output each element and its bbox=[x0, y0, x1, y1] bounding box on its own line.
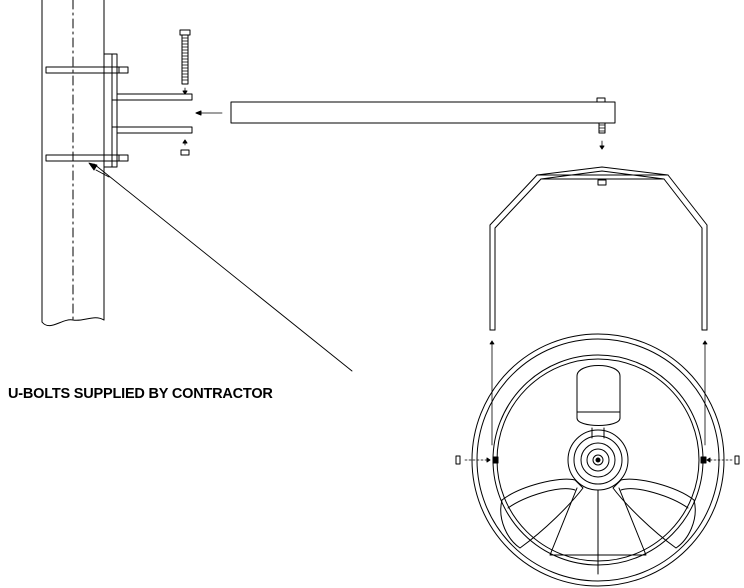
arm-insertion-arrow bbox=[195, 110, 223, 116]
side-pin-right bbox=[700, 455, 740, 465]
callout-leader bbox=[88, 162, 353, 372]
wall-bracket bbox=[103, 53, 193, 168]
long-bolt bbox=[179, 29, 191, 95]
fan-blades bbox=[500, 365, 696, 575]
fan-hub bbox=[567, 429, 629, 491]
fan-hanger bbox=[489, 166, 708, 331]
mounting-pole bbox=[41, 0, 105, 327]
callout-label: U-BOLTS SUPPLIED BY CONTRACTOR bbox=[8, 386, 273, 402]
u-bolt-upper bbox=[45, 66, 129, 74]
u-bolt-lower bbox=[45, 154, 129, 162]
bracket-nut bbox=[180, 139, 190, 156]
horizontal-arm bbox=[230, 97, 616, 150]
